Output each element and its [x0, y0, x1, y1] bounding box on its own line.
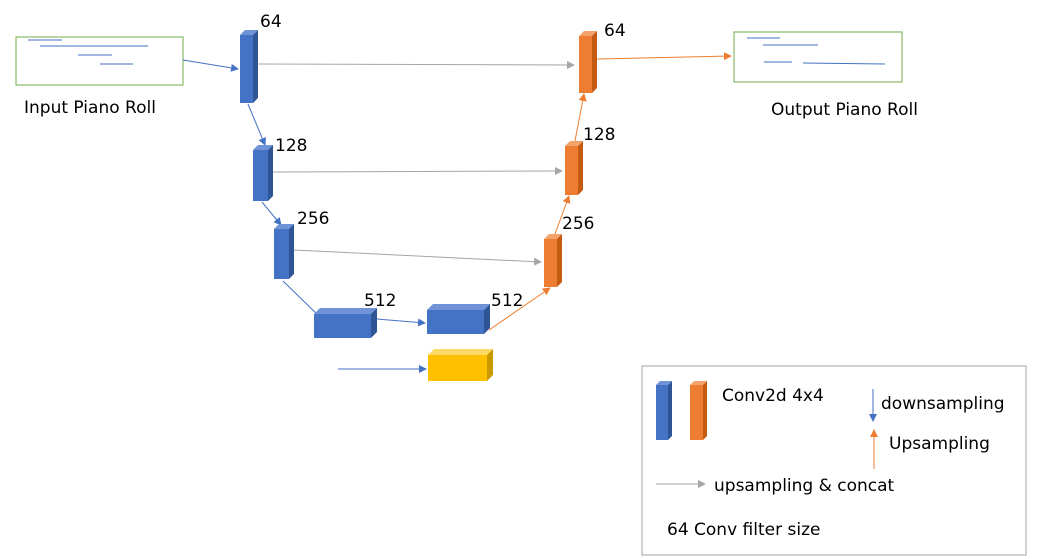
skip-arrow-128 [272, 167, 563, 176]
legend: Conv2d 4x4 downsampling Upsampling upsam… [641, 365, 1027, 556]
downsample-arrow-4 [376, 318, 426, 327]
legend-filter-note: 64 Conv filter size [667, 520, 820, 540]
encoder-size-label: 128 [275, 136, 307, 156]
input-to-encoder-arrow [182, 59, 239, 72]
encoder-block-256 [274, 224, 294, 279]
latent-block [428, 349, 493, 381]
encoder-block-512 [314, 308, 377, 338]
decoder-size-label: 64 [604, 21, 626, 41]
decoder-block-128 [565, 141, 583, 195]
encoder-block-128 [253, 145, 273, 201]
legend-concat-label: upsampling & concat [714, 476, 895, 496]
bottleneck-size-label: 512 [491, 291, 523, 311]
bottleneck-block-512 [427, 304, 490, 334]
decoder-block-256 [544, 234, 562, 287]
legend-decoder-block-swatch [690, 381, 707, 440]
decoder-block-64 [579, 31, 597, 93]
upsample-arrow-1 [488, 287, 551, 331]
decoder-size-label: 256 [562, 214, 594, 234]
output-piano-roll [733, 31, 903, 83]
encoder-size-label: 256 [297, 209, 329, 229]
legend-encoder-block-swatch [656, 381, 672, 440]
decoder-size-label: 128 [583, 125, 615, 145]
decoder-to-output-arrow [596, 52, 732, 61]
encoder-block-64 [240, 30, 258, 103]
upsample-arrow-3 [574, 93, 587, 142]
legend-downsampling-label: downsampling [881, 394, 1005, 414]
upsample-arrow-2 [554, 195, 571, 235]
output-piano-roll-label: Output Piano Roll [771, 100, 918, 120]
downsample-arrow-1 [247, 103, 267, 146]
encoder-size-label: 64 [260, 12, 282, 32]
input-piano-roll-label: Input Piano Roll [24, 98, 156, 118]
skip-arrow-64 [257, 60, 575, 69]
skip-arrow-256 [293, 249, 542, 266]
downsample-arrow-2 [261, 201, 282, 226]
encoder-size-label: 512 [364, 291, 396, 311]
legend-conv-label: Conv2d 4x4 [722, 386, 824, 406]
legend-upsampling-label: Upsampling [889, 434, 990, 454]
input-piano-roll [15, 36, 184, 86]
